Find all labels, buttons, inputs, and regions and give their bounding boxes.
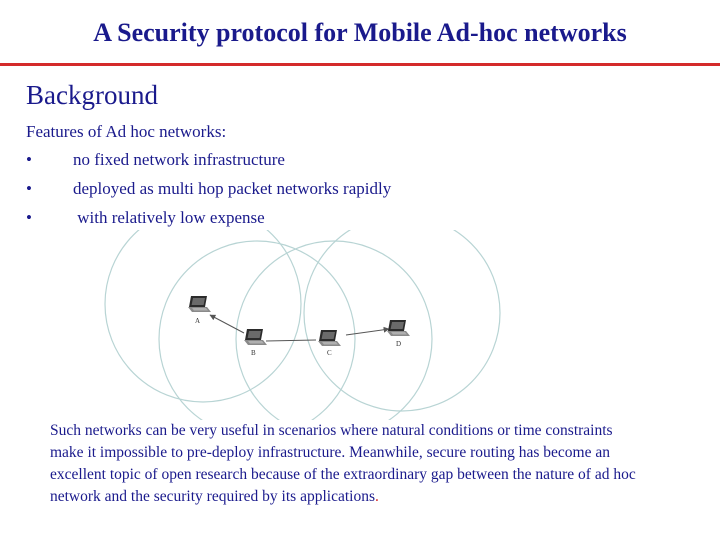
bullet-text: deployed as multi hop packet networks ra… [73,179,392,198]
section-heading: Background [26,80,158,110]
slide-title: A Security protocol for Mobile Ad-hoc ne… [93,18,627,47]
title-divider [0,63,720,66]
bullet-text: with relatively low expense [73,208,265,227]
range-circle-b [158,240,356,420]
laptop-node-a-icon [188,296,211,312]
node-label-c: C [327,349,332,357]
link-c-d [345,326,390,336]
laptop-node-c-icon [318,330,341,346]
laptop-node-d-icon [387,320,410,336]
link-b-c [265,339,317,342]
link-b-a [209,314,245,334]
node-label-d: D [396,340,401,348]
bullet-marker: • [26,208,32,227]
paragraph-end: . [374,488,379,505]
features-intro: Features of Ad hoc networks: [26,122,227,141]
laptop-node-b-icon [244,329,267,345]
bullet-text: no fixed network infrastructure [73,150,285,169]
paragraph-text: Such networks can be very useful in scen… [50,422,636,505]
range-circle-a [104,230,302,403]
range-circle-c [235,240,433,420]
bullet-marker: • [26,179,32,198]
network-diagram: A B C D [104,230,501,420]
bullet-marker: • [26,150,32,169]
description-paragraph: Such networks can be very useful in scen… [50,420,650,508]
range-circle-d [303,230,501,412]
node-label-a: A [195,317,200,325]
node-label-b: B [251,349,256,357]
